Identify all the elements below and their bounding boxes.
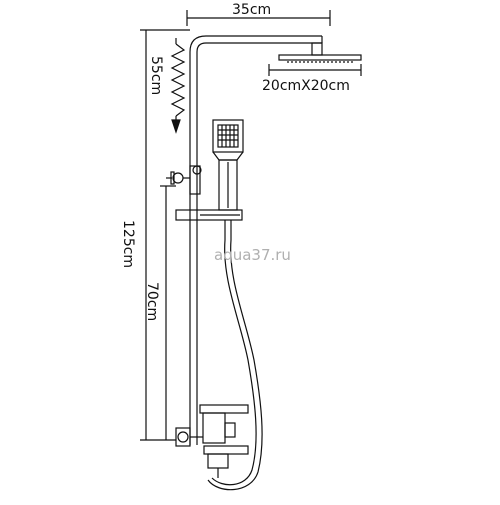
hand-shower [212, 119, 244, 211]
adjust-range-label: 55cm [148, 56, 164, 95]
bath-mixer [175, 404, 249, 478]
total-height-label: 125cm [120, 220, 136, 268]
mixer-height-label: 70cm [144, 282, 160, 321]
rain-shower-head [268, 42, 362, 76]
mixer-height-dimension [160, 185, 176, 440]
rail-pipe [189, 35, 323, 445]
width-label: 35cm [232, 2, 271, 18]
diverter-valve [166, 165, 202, 195]
watermark: aqua37.ru [214, 246, 291, 264]
width-dimension [186, 10, 331, 26]
shower-hose [207, 220, 263, 491]
head-size-label: 20cmX20cm [262, 78, 350, 94]
total-height-dimension [140, 29, 190, 441]
slide-holder [175, 209, 243, 221]
adjust-range-indicator [170, 38, 186, 134]
